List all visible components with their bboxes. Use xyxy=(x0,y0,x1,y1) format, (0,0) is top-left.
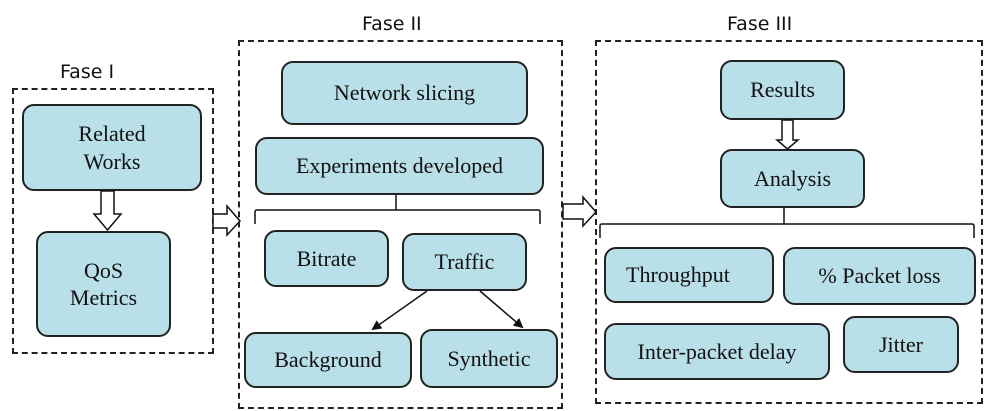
phase-2-frame xyxy=(238,40,563,409)
bracket-analysis xyxy=(599,223,975,238)
node-analysis: Analysis xyxy=(720,149,865,208)
arrow-traffic-to-background xyxy=(371,290,428,331)
arrow-phase2-to-phase3 xyxy=(562,194,598,228)
node-packet-loss: % Packet loss xyxy=(783,247,976,305)
node-jitter: Jitter xyxy=(843,316,959,373)
arrow-related-to-qos xyxy=(92,190,123,232)
node-throughput: Throughput xyxy=(604,247,774,303)
node-bitrate: Bitrate xyxy=(264,230,389,287)
node-related-works: Related Works xyxy=(22,104,202,191)
arrow-phase1-to-phase2 xyxy=(212,203,242,237)
node-background: Background xyxy=(244,332,412,388)
node-network-slicing: Network slicing xyxy=(281,61,528,125)
node-inter-packet-delay: Inter-packet delay xyxy=(604,323,830,380)
arrow-traffic-to-synthetic xyxy=(479,290,524,329)
node-experiments-developed: Experiments developed xyxy=(255,137,544,195)
node-results: Results xyxy=(720,60,845,120)
node-synthetic: Synthetic xyxy=(420,329,558,388)
phase-3-frame xyxy=(595,40,983,404)
phase-1-title: Fase I xyxy=(60,61,115,83)
node-traffic: Traffic xyxy=(402,233,527,291)
node-qos-metrics: QoS Metrics xyxy=(36,231,171,337)
arrow-results-to-analysis xyxy=(774,119,801,150)
phase-3-title: Fase III xyxy=(727,13,793,35)
phase-2-title: Fase II xyxy=(362,13,422,35)
bracket-experiments xyxy=(254,209,541,224)
